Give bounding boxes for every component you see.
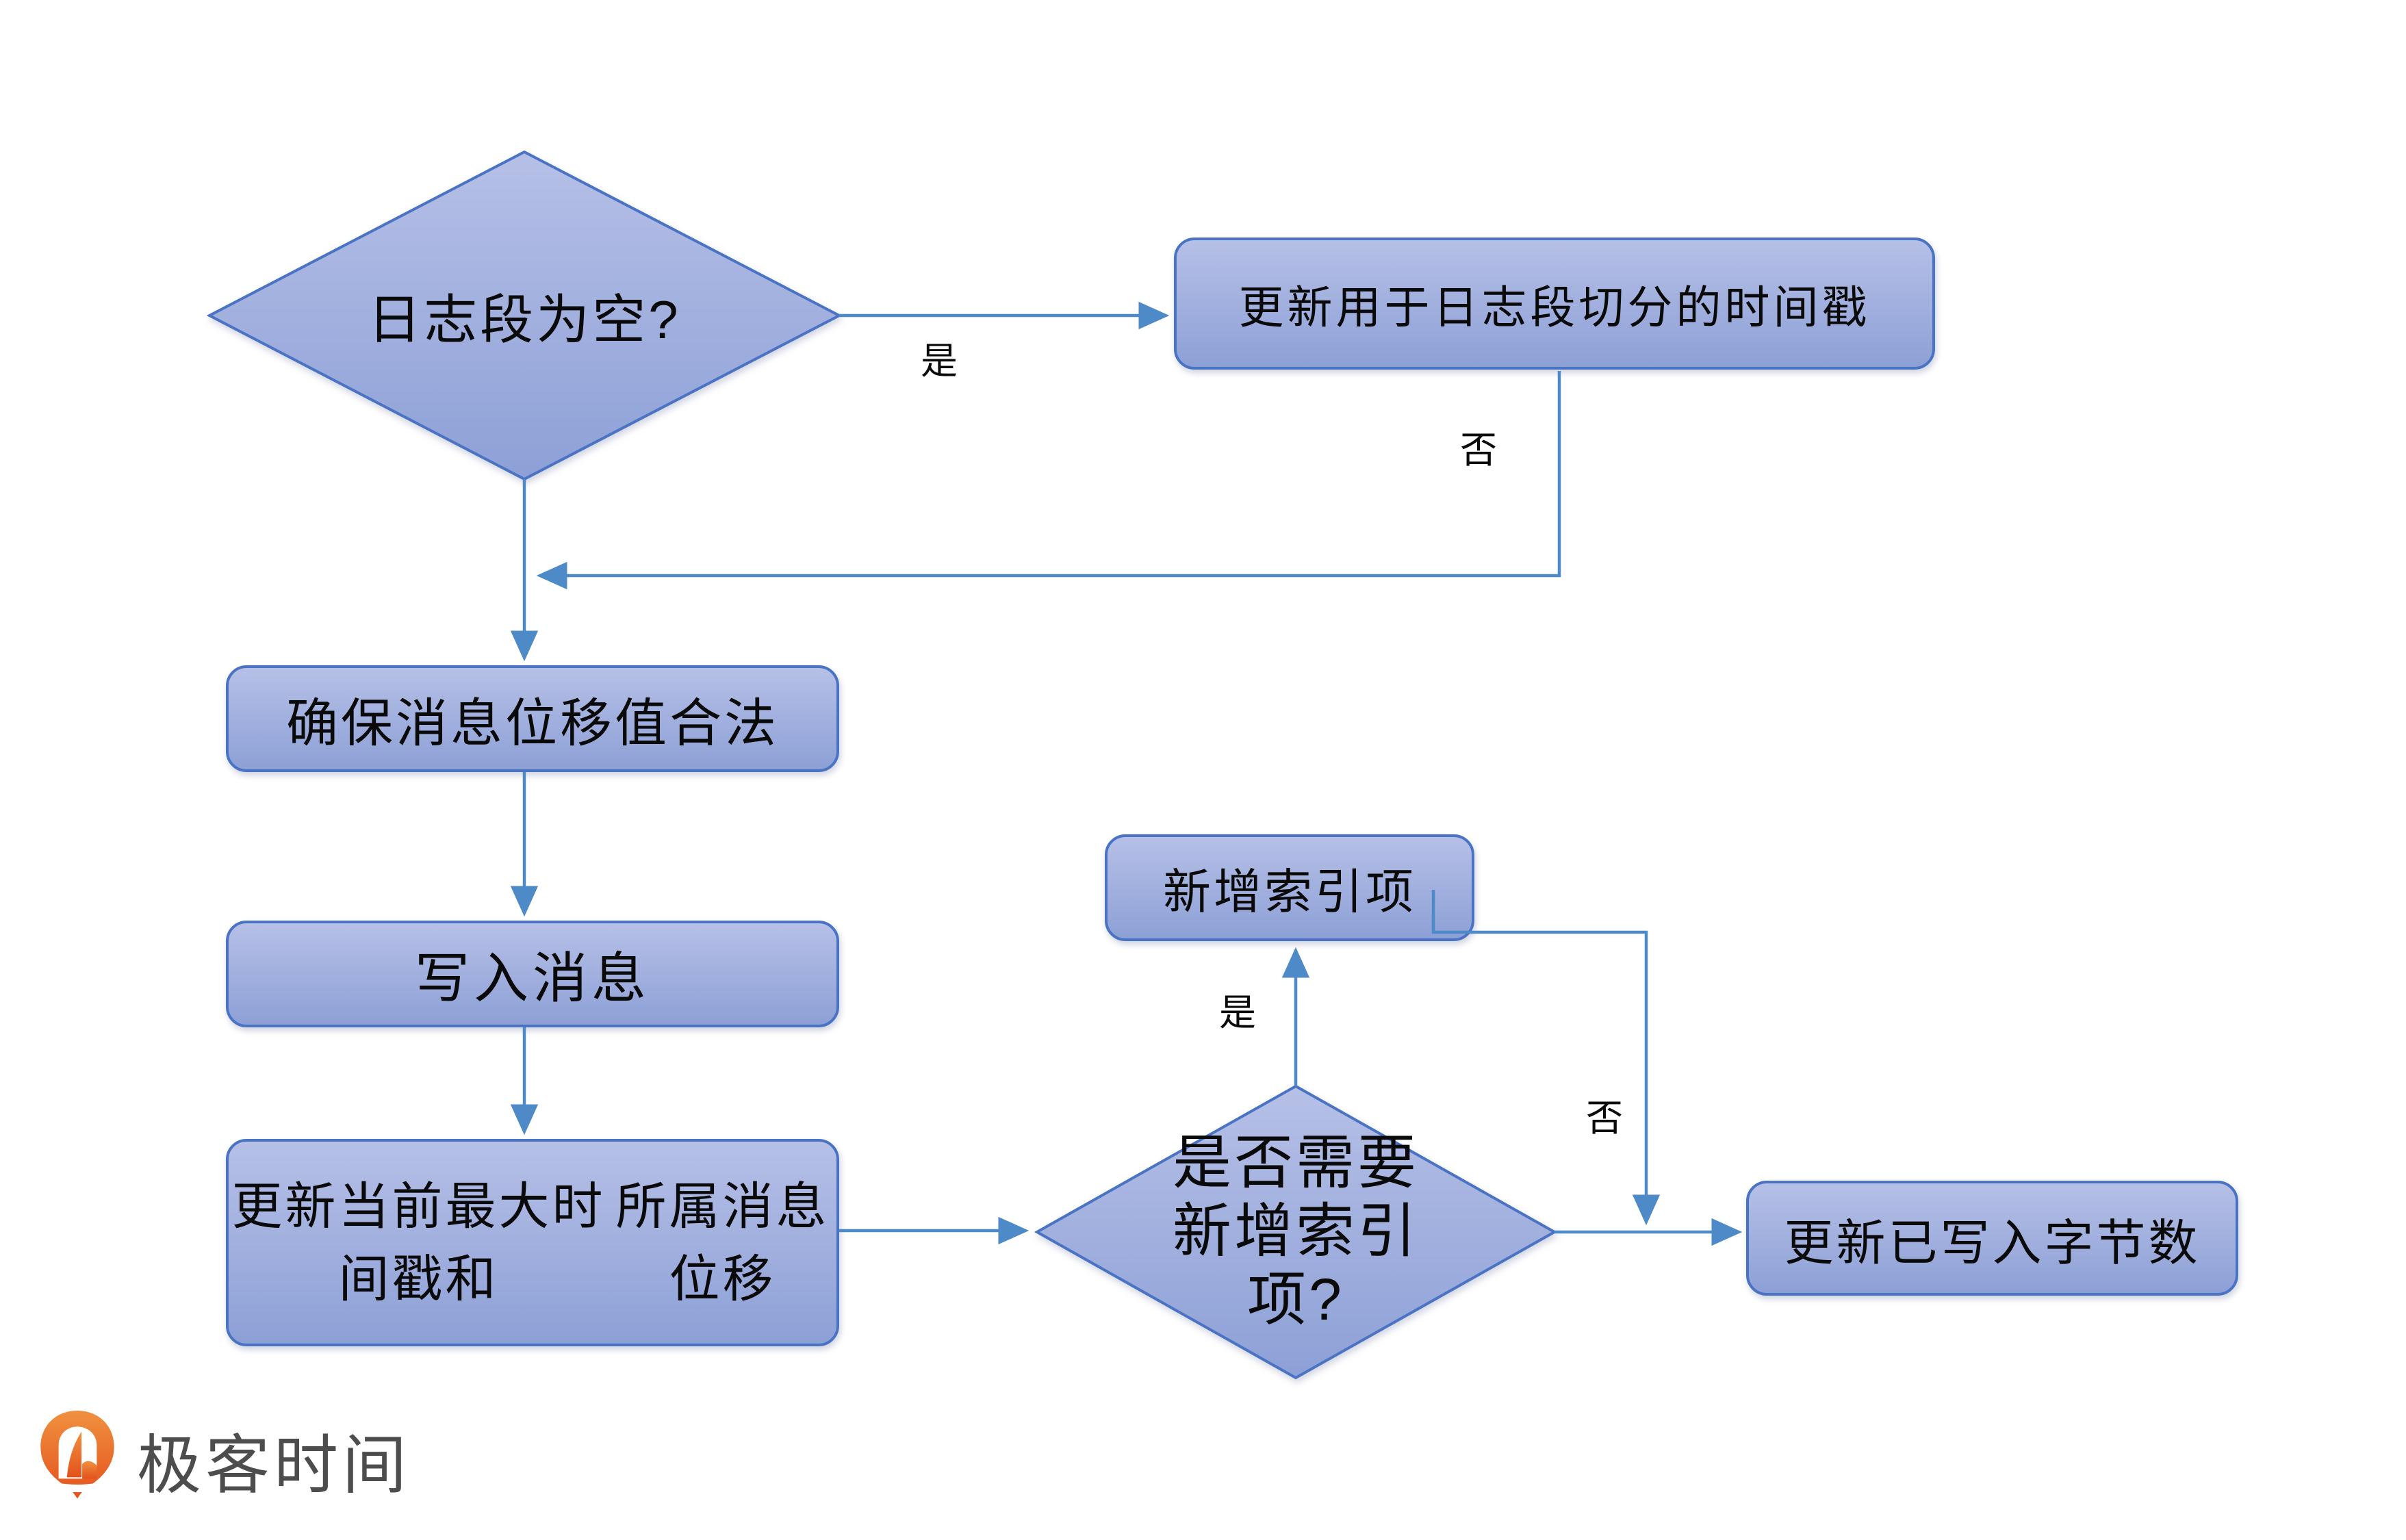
brand-name: 极客时间 [137,1429,411,1501]
brand-footer: 极客时间 [36,1409,411,1511]
node-label-line3: 项? [1247,1266,1344,1333]
node-add-index-entry: 新增索引项 [1105,834,1474,941]
edge-label-no-bottom: 否 [1586,1097,1623,1139]
node-label: 确保消息位移值合法 [286,695,779,753]
node-label: 更新用于日志段切分的时间戳 [1238,281,1871,333]
node-label-line1: 是否需要 [1173,1130,1419,1196]
node-label-line2: 新增索引 [1173,1198,1419,1265]
decision-need-index-label: 是否需要 新增索引 项? [1090,1128,1501,1336]
node-label: 日志段为空? [368,290,681,350]
node-label: 新增索引项 [1163,864,1416,919]
edge-label-yes-bottom: 是 [1219,992,1256,1034]
edge-update-timestamp-no-return [536,371,1561,590]
node-label-line2: 所属消息位移 [615,1178,830,1307]
edge-label-yes-top: 是 [921,340,958,382]
node-label: 写入消息 [415,948,650,1009]
edge-label-no-top: 否 [1460,429,1497,471]
node-label-line1: 更新当前最大时间戳和 [231,1178,606,1307]
node-label: 更新已写入字节数 [1784,1216,2201,1271]
node-update-written-bytes: 更新已写入字节数 [1746,1181,2238,1296]
node-ensure-offset-valid: 确保消息位移值合法 [226,665,839,772]
node-write-messages: 写入消息 [226,921,839,1027]
decision-log-segment-empty-label: 日志段为空? [285,268,764,363]
geektime-logo-icon [37,1411,118,1499]
node-update-max-timestamp: 更新当前最大时间戳和 所属消息位移 [226,1139,839,1346]
node-update-split-timestamp: 更新用于日志段切分的时间戳 [1174,238,1935,370]
